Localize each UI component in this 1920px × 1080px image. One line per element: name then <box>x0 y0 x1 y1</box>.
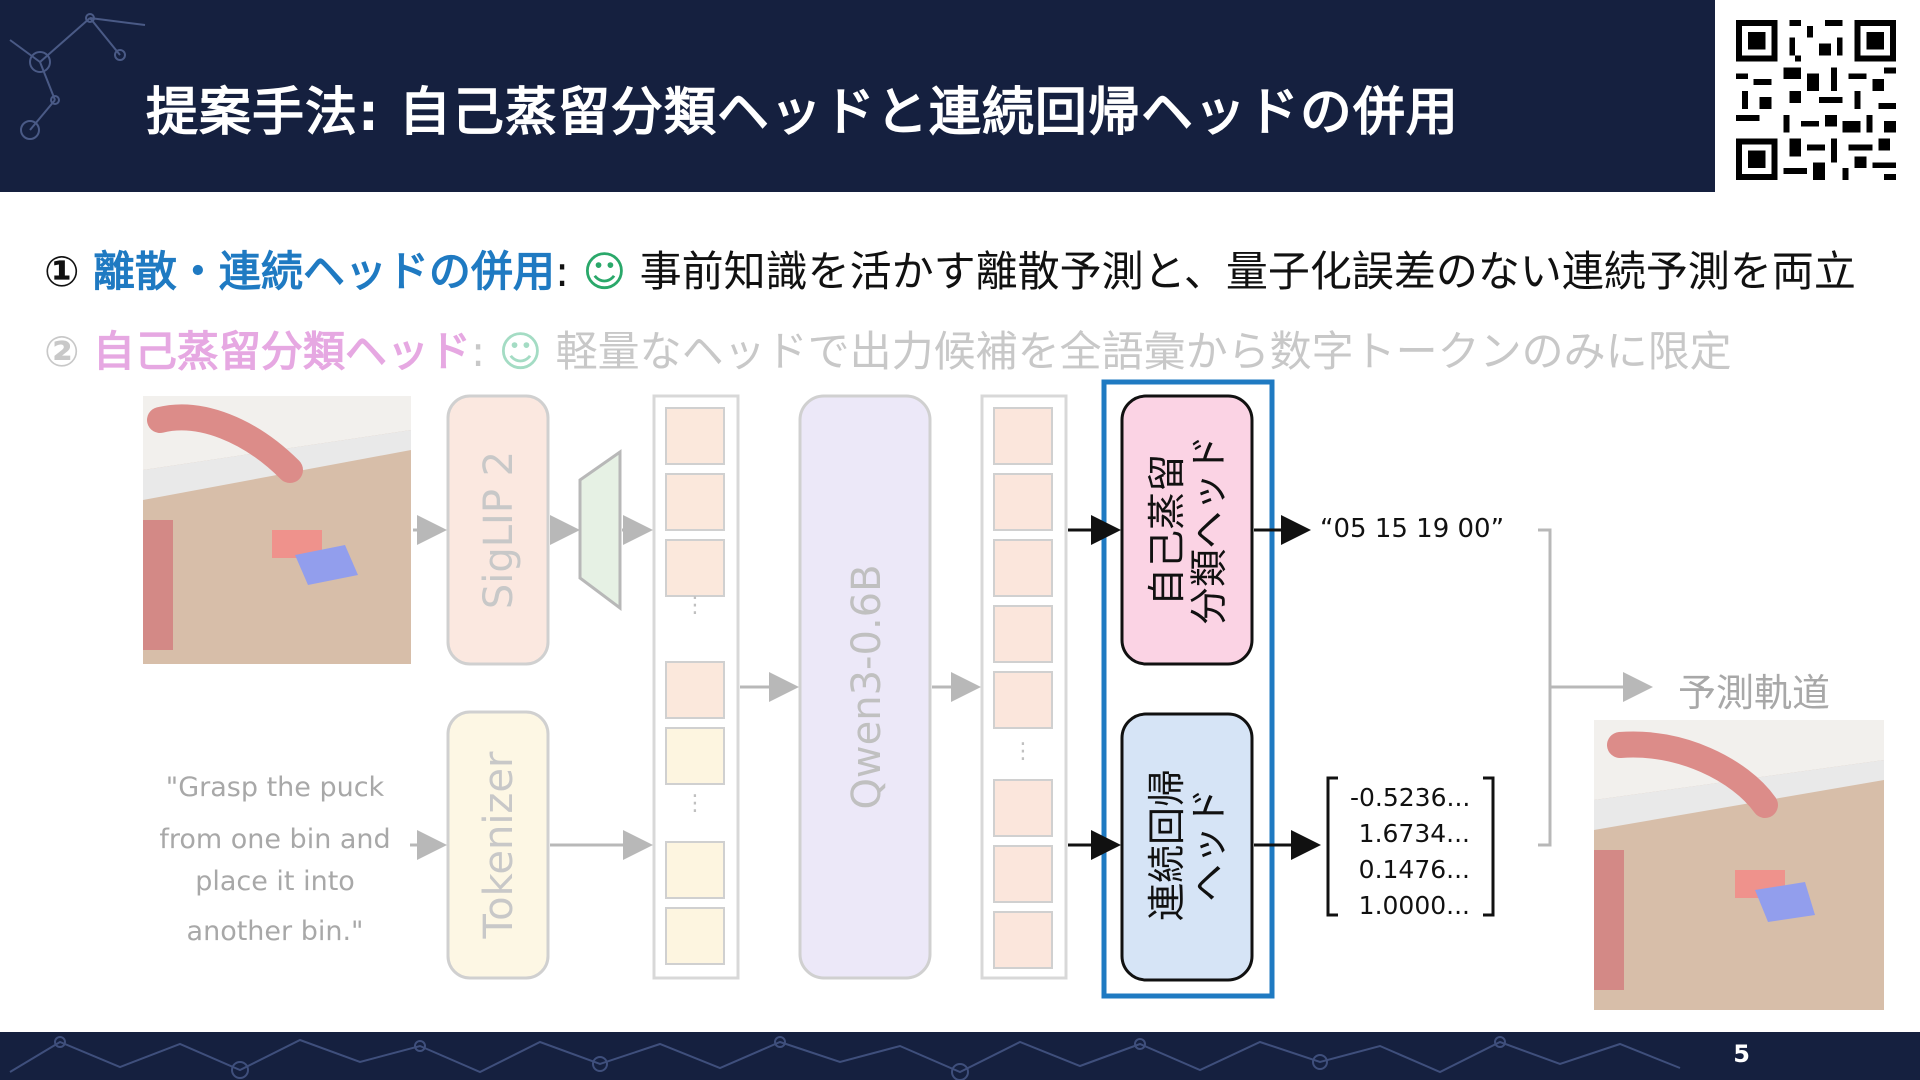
tokenizer-label: Tokenizer <box>476 751 522 940</box>
classification-head-box <box>1120 394 1254 666</box>
classification-head-label-2: 分類ヘッド <box>1187 435 1231 625</box>
prompt-line-1: "Grasp the puck <box>165 772 385 803</box>
network-decoration-icon <box>9 1036 1681 1080</box>
siglip-encoder-box <box>446 394 550 666</box>
regression-output-vector: -0.5236... 1.6734... 0.1476... 1.0000... <box>1350 780 1470 924</box>
robot-input-image <box>143 396 411 664</box>
point-1-heading: 離散・連続ヘッドの併用 <box>92 247 555 296</box>
prompt-line-2: from one bin and <box>159 824 391 855</box>
ellipsis-icon: ⋮ <box>684 593 706 618</box>
point-1-number: ① <box>44 247 80 296</box>
head-arrows <box>1068 515 1321 860</box>
page-title: 提案手法: 自己蒸留分類ヘッドと連続回帰ヘッドの併用 <box>146 83 1459 143</box>
page-number: 5 <box>1733 1040 1750 1068</box>
network-decoration-icon <box>9 13 146 140</box>
siglip-label: SigLIP 2 <box>476 451 522 609</box>
smile-icon: ☺ <box>498 327 543 376</box>
vector-brackets <box>1326 776 1495 917</box>
regression-value: 1.6734... <box>1358 819 1470 848</box>
point-2-colon: : <box>470 327 486 376</box>
point-2-text: 軽量なヘッドで出力候補を全語彙から数字トークンのみに限定 <box>555 327 1732 376</box>
prompt-line-4: another bin." <box>186 916 364 947</box>
point-2-heading: 自己蒸留分類ヘッド <box>92 327 471 376</box>
regression-head-box <box>1120 712 1254 982</box>
regression-value: -0.5236... <box>1350 783 1471 812</box>
regression-value: 1.0000... <box>1358 891 1470 920</box>
input-token-cells <box>665 407 725 965</box>
tokenizer-box <box>446 710 550 980</box>
footer-bar: 5 <box>0 1032 1920 1080</box>
regression-head-label-1: 連続回帰 <box>1145 769 1189 921</box>
regression-head-label-2: ヘッド <box>1187 788 1231 902</box>
robot-output-image <box>1594 720 1884 1010</box>
smile-icon: ☺ <box>582 247 627 296</box>
point-2: ② 自己蒸留分類ヘッド: ☺ 軽量なヘッドで出力候補を全語彙から数字トークンのみ… <box>44 318 1732 379</box>
point-2-number: ② <box>44 327 80 376</box>
heads-highlight-frame <box>1101 379 1275 999</box>
prediction-label: 予測軌道 <box>1678 671 1831 715</box>
prompt-line-3: place it into <box>195 866 355 897</box>
flow-arrows <box>410 515 1653 860</box>
classification-output: “05 15 19 00” <box>1320 514 1505 544</box>
regression-value: 0.1476... <box>1358 855 1470 884</box>
point-1-colon: : <box>554 247 570 296</box>
qr-code-icon <box>1730 14 1902 186</box>
output-token-cells <box>993 407 1053 969</box>
classification-head-label-1: 自己蒸留 <box>1145 454 1189 606</box>
title-bar: 提案手法: 自己蒸留分類ヘッドと連続回帰ヘッドの併用 <box>0 0 1715 192</box>
point-1: ① 離散・連続ヘッドの併用: ☺ 事前知識を活かす離散予測と、量子化誤差のない連… <box>44 238 1856 299</box>
llm-label: Qwen3-0.6B <box>844 564 890 809</box>
llm-box <box>798 394 932 980</box>
point-1-text: 事前知識を活かす離散予測と、量子化誤差のない連続予測を両立 <box>639 247 1856 296</box>
projector-shape <box>578 449 622 611</box>
ellipsis-icon: ⋮ <box>1012 739 1034 764</box>
ellipsis-icon: ⋮ <box>684 791 706 816</box>
